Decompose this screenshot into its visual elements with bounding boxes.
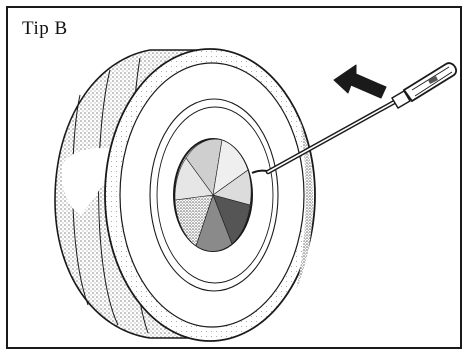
- direction-arrow-icon: [334, 65, 386, 98]
- hubcap: [174, 139, 252, 251]
